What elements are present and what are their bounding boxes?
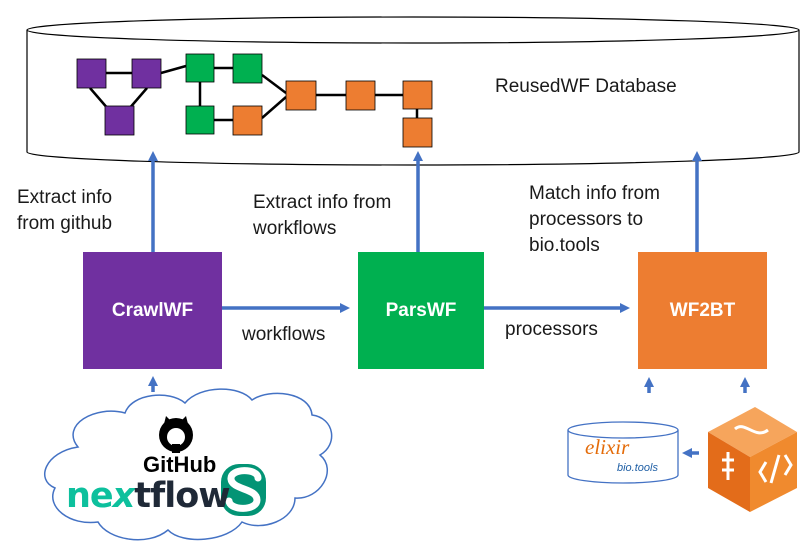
wf-node-orange — [345, 80, 376, 111]
input-arrows — [148, 376, 750, 458]
nextflow-text-a: ne — [66, 476, 114, 516]
biotools-cube-icon — [708, 407, 797, 512]
pars-up-label: Extract info from workflows — [253, 192, 392, 239]
wf-node-orange — [402, 80, 433, 110]
crawlwf-label: CrawlWF — [111, 299, 194, 321]
parswf-label: ParsWF — [385, 299, 457, 321]
parswf-box: ParsWF — [358, 252, 484, 369]
wf-node-purple — [104, 105, 135, 136]
wf-node-green — [185, 53, 215, 83]
wf-node-purple — [76, 58, 107, 89]
snakemake-logo-icon — [221, 464, 266, 516]
wf-node-purple — [131, 58, 162, 89]
workflows-edge-label: workflows — [242, 324, 326, 345]
crawl-up-label: Extract info from github — [17, 187, 113, 234]
wf2bt-box: WF2BT — [638, 252, 767, 369]
github-octocat-icon — [159, 416, 193, 453]
wf2bt-up-label: Match info from processors to bio.tools — [529, 183, 660, 256]
wf-node-green — [232, 53, 263, 84]
upward-arrows — [148, 151, 702, 252]
biotools-text: bio.tools — [617, 462, 658, 474]
database-label: ReusedWF Database — [495, 76, 677, 97]
workflow-nodes — [76, 53, 433, 148]
wf-node-green — [185, 105, 215, 135]
crawlwf-box: CrawlWF — [83, 252, 222, 369]
wf-node-orange — [232, 105, 263, 136]
github-text: GitHub — [143, 452, 217, 477]
elixir-cylinder — [567, 421, 679, 484]
workflow-graph — [89, 64, 419, 122]
elixir-text: elixir — [585, 435, 630, 459]
wf-node-orange — [285, 80, 317, 111]
nextflow-logo: nextflow — [66, 474, 231, 518]
processors-edge-label: processors — [505, 319, 598, 340]
wf2bt-label: WF2BT — [669, 299, 736, 321]
wf-node-orange — [402, 117, 433, 148]
nextflow-text-c: tflow — [134, 476, 230, 516]
nextflow-text-x: x — [112, 476, 136, 516]
